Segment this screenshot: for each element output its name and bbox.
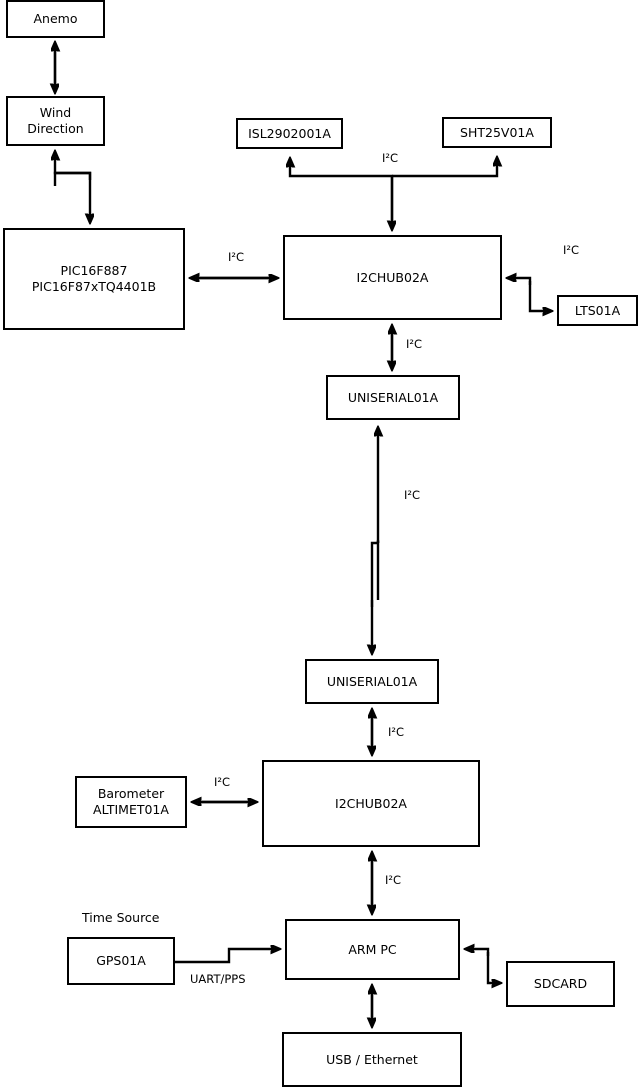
node-sht25v01a[interactable]: SHT25V01A: [442, 117, 552, 148]
edge-label-i2c-top-sensors: I²C: [382, 151, 399, 165]
edge-label-i2c-uniserial-uniserial: I²C: [404, 488, 421, 502]
node-anemo[interactable]: Anemo: [6, 0, 105, 38]
wire-hubtop-sensors: [290, 158, 497, 229]
wire-unibot-feed: [372, 541, 378, 653]
node-barometer-altimet01a[interactable]: Barometer ALTIMET01A: [75, 776, 187, 828]
edge-label-uart-pps: UART/PPS: [190, 972, 246, 986]
edge-label-i2c-barometer-hub2: I²C: [214, 775, 231, 789]
node-arm-pc[interactable]: ARM PC: [285, 919, 460, 980]
node-pic-mcu[interactable]: PIC16F887 PIC16F87xTQ4401B: [3, 228, 185, 330]
wire-hubtop-lts: [508, 278, 551, 311]
node-usb-ethernet[interactable]: USB / Ethernet: [282, 1032, 462, 1087]
wire-gps-armpc: [175, 949, 279, 964]
edge-label-i2c-pic-hub: I²C: [228, 250, 245, 264]
edge-label-i2c-hub-lts: I²C: [563, 243, 580, 257]
node-i2chub02a-top[interactable]: I2CHUB02A: [283, 235, 502, 320]
node-sdcard[interactable]: SDCARD: [506, 961, 615, 1007]
node-gps01a[interactable]: GPS01A: [67, 937, 175, 985]
edge-label-i2c-uniserial-hub2: I²C: [388, 725, 405, 739]
node-i2chub02a-bottom[interactable]: I2CHUB02A: [262, 760, 480, 847]
edge-label-i2c-hub-uniserial: I²C: [406, 337, 423, 351]
wire-wind-pic: [55, 152, 90, 222]
edge-label-i2c-hub2-armpc: I²C: [385, 873, 402, 887]
node-isl2902001a[interactable]: ISL2902001A: [236, 118, 343, 149]
node-lts01a[interactable]: LTS01A: [557, 295, 638, 326]
node-uniserial01a-top[interactable]: UNISERIAL01A: [326, 375, 460, 420]
wire-armpc-sdcard: [466, 949, 500, 983]
node-uniserial01a-bottom[interactable]: UNISERIAL01A: [305, 659, 439, 704]
node-wind-direction[interactable]: Wind Direction: [6, 96, 105, 146]
label-time-source: Time Source: [82, 910, 160, 925]
